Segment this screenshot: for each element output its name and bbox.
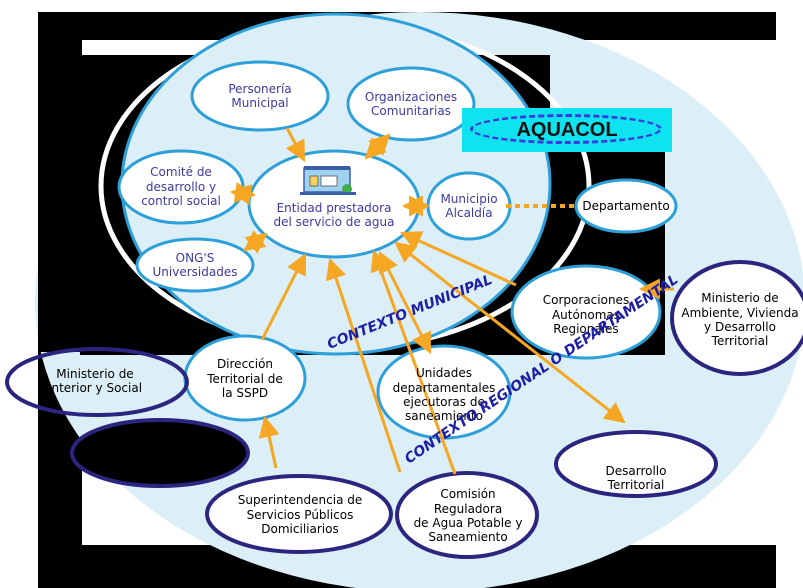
black-block-left-mid bbox=[38, 112, 98, 352]
label-ministerio-interior: Ministerio de Interior y Social bbox=[47, 366, 143, 395]
label-departamento: Departamento bbox=[582, 198, 670, 213]
node-superintendencia bbox=[205, 474, 393, 554]
aquacol-label: AQUACOL bbox=[516, 118, 618, 141]
label-organizaciones: Organizaciones Comunitarias bbox=[364, 89, 458, 118]
node-ministerio-ambiente bbox=[670, 260, 803, 376]
label-ongs: ONG'S Universidades bbox=[152, 250, 238, 279]
label-superintendencia: Superintendencia de Servicios Públicos D… bbox=[237, 493, 363, 537]
node-personeria bbox=[190, 60, 330, 132]
node-desarrollo bbox=[554, 430, 718, 498]
aquacol-badge: AQUACOL bbox=[462, 108, 672, 152]
label-personeria: Personería Municipal bbox=[228, 81, 292, 110]
label-center: Entidad prestadora del servicio de agua bbox=[273, 200, 395, 229]
node-ongs bbox=[135, 237, 255, 293]
aquacol-dashed-ring bbox=[470, 114, 662, 144]
label-municipio: Municipio Alcaldía bbox=[440, 191, 498, 220]
node-nacional bbox=[70, 418, 250, 488]
label-comite: Comité de desarrollo y control social bbox=[141, 165, 221, 209]
label-nacional: nacional bbox=[134, 464, 186, 479]
label-direccion: Dirección Territorial de la SSPD bbox=[207, 357, 283, 401]
node-departamento bbox=[574, 178, 678, 234]
node-organizaciones bbox=[346, 66, 476, 142]
building-icon bbox=[300, 166, 356, 195]
node-comision bbox=[395, 471, 539, 559]
node-ministerio-interior bbox=[5, 347, 189, 417]
label-desarrollo: Desarrollo Territorial bbox=[605, 463, 667, 492]
label-unidades: Unidades departamentales ejecutoras de s… bbox=[392, 366, 496, 424]
label-ministerio-ambiente: Ministerio de Ambiente, Vivienda y Desar… bbox=[681, 291, 799, 349]
label-comision: Comisión Reguladora de Agua Potable y Sa… bbox=[413, 487, 523, 545]
label-corporaciones: Corporaciones Autónomas Regionales bbox=[542, 293, 630, 337]
arrows bbox=[229, 127, 674, 475]
